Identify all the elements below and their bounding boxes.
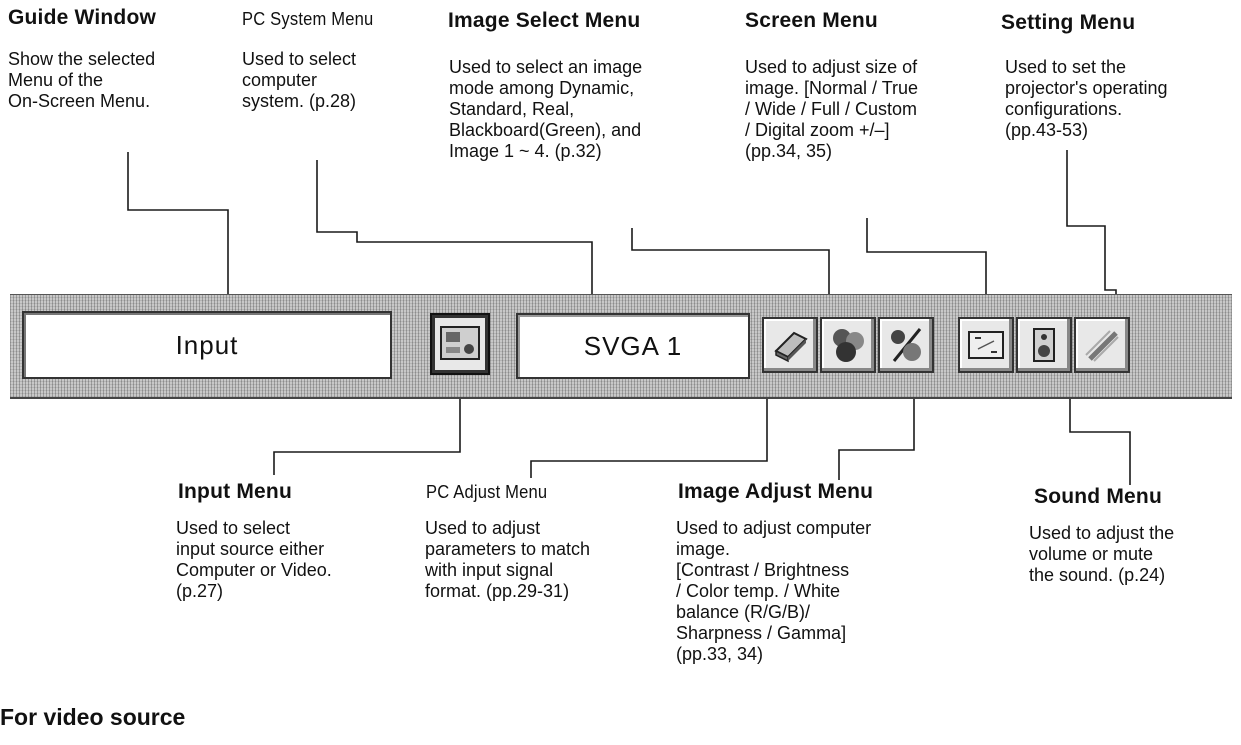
screen-icon xyxy=(968,331,1004,359)
leader-image-adjust xyxy=(838,370,915,480)
pc-system-menu-title: PC System Menu xyxy=(242,9,374,29)
on-screen-menu-bar: Input SVGA 1 xyxy=(10,294,1232,399)
screen-menu-button[interactable] xyxy=(958,317,1014,373)
image-adjust-icon xyxy=(891,328,922,362)
image-select-menu-desc: Used to select an image mode among Dynam… xyxy=(449,57,643,161)
leader-pc-system xyxy=(316,160,593,306)
leader-input xyxy=(273,370,461,475)
screen-menu-title: Screen Menu xyxy=(745,9,878,32)
input-menu-desc: Used to select input source either Compu… xyxy=(176,518,332,601)
input-menu-button[interactable] xyxy=(430,313,490,375)
sound-menu-title: Sound Menu xyxy=(1034,485,1162,508)
footer-heading: For video source xyxy=(0,704,186,730)
guide-window-text: Input xyxy=(175,329,239,360)
image-select-menu-title: Image Select Menu xyxy=(448,9,641,32)
leader-pc-adjust xyxy=(530,370,768,478)
image-adjust-menu-button[interactable] xyxy=(878,317,934,373)
input-menu-title: Input Menu xyxy=(178,480,292,503)
setting-menu-desc: Used to set the projector's operating co… xyxy=(1005,57,1168,140)
sound-menu-desc: Used to adjust the volume or mute the so… xyxy=(1029,523,1175,585)
leader-setting xyxy=(1066,150,1117,316)
leader-image-select xyxy=(631,228,830,316)
pc-adjust-menu-button[interactable] xyxy=(762,317,818,373)
image-adjust-menu-title: Image Adjust Menu xyxy=(678,480,874,503)
setting-icon xyxy=(1085,330,1119,362)
image-adjust-menu-desc: Used to adjust computer image. [Contrast… xyxy=(676,518,872,664)
pc-adjust-menu-title: PC Adjust Menu xyxy=(426,482,548,502)
leader-screen xyxy=(866,218,987,316)
pc-adjust-icon xyxy=(774,331,808,363)
setting-menu-title: Setting Menu xyxy=(1001,11,1136,34)
sound-icon xyxy=(1033,328,1055,362)
pc-adjust-menu-desc: Used to adjust parameters to match with … xyxy=(425,518,591,601)
setting-menu-button[interactable] xyxy=(1074,317,1130,373)
guide-window-box: Input xyxy=(22,311,392,379)
guide-window-title: Guide Window xyxy=(8,6,157,29)
image-select-icon xyxy=(833,329,864,362)
leader-guide-window xyxy=(127,152,229,306)
pc-system-text: SVGA 1 xyxy=(583,330,683,361)
pc-system-box[interactable]: SVGA 1 xyxy=(516,313,750,379)
input-icon xyxy=(440,326,480,360)
guide-window-desc: Show the selected Menu of the On-Screen … xyxy=(8,49,156,111)
screen-menu-desc: Used to adjust size of image. [Normal / … xyxy=(745,57,919,161)
sound-menu-button[interactable] xyxy=(1016,317,1072,373)
pc-system-menu-desc: Used to select computer system. (p.28) xyxy=(242,49,357,111)
image-select-menu-button[interactable] xyxy=(820,317,876,373)
